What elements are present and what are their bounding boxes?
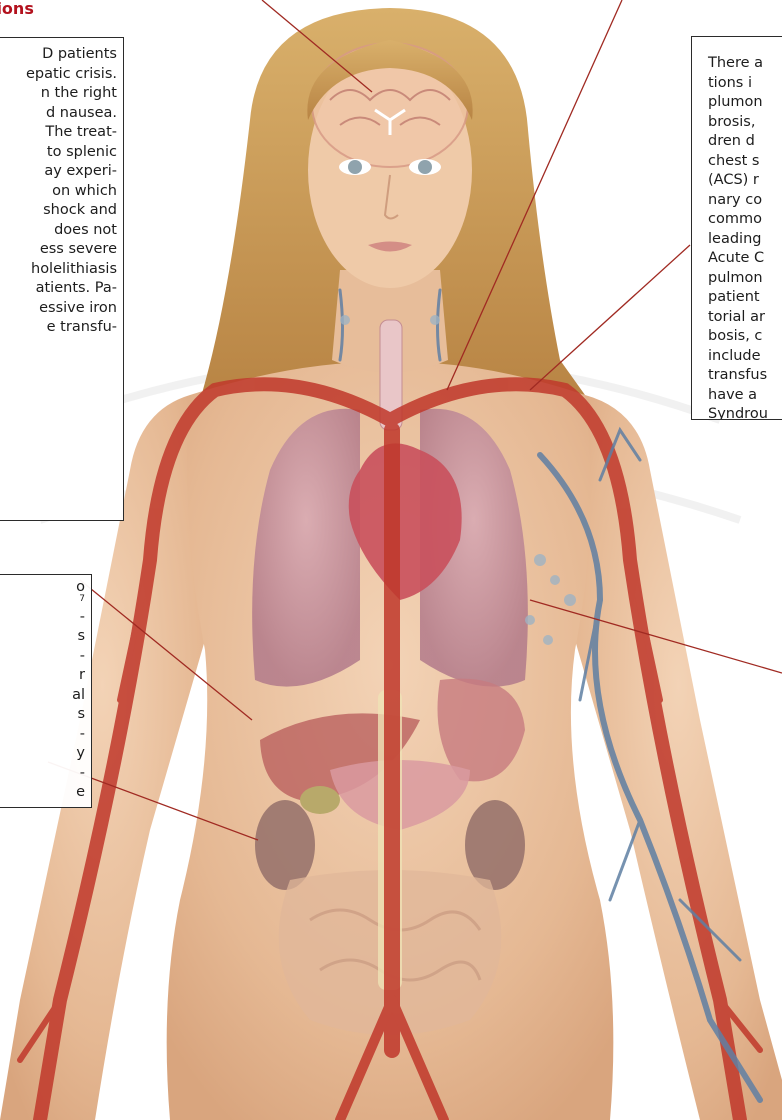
citation-superscript: 7 xyxy=(79,594,85,604)
callout-line: - xyxy=(0,764,85,784)
callout-line: n the right xyxy=(0,84,117,104)
callout-line: nary co xyxy=(708,191,782,211)
callout-line: atients. Pa- xyxy=(0,279,117,299)
callout-line: transfus xyxy=(708,366,782,386)
callout-line: commo xyxy=(708,210,782,230)
callout-line: does not xyxy=(0,221,117,241)
left-iris xyxy=(348,160,362,174)
callout-line: ay experi- xyxy=(0,162,117,182)
left-kidney xyxy=(255,800,315,890)
callout-line: al xyxy=(0,686,85,706)
callout-line: pulmon xyxy=(708,269,782,289)
callout-line: - xyxy=(0,608,85,628)
callout-line: s xyxy=(0,705,85,725)
callout-box-left-top: D patients epatic crisis. n the right d … xyxy=(0,37,124,521)
callout-line: (ACS) r xyxy=(708,171,782,191)
callout-line: s xyxy=(0,627,85,647)
callout-line: - xyxy=(0,647,85,667)
callout-line: torial ar xyxy=(708,308,782,328)
callout-box-right: There a tions i plumon brosis, dren d ch… xyxy=(691,36,782,420)
callout-box-left-bottom: o 7 - s - r al s - y - e xyxy=(0,574,92,808)
callout-line: plumon xyxy=(708,93,782,113)
callout-line: y xyxy=(0,744,85,764)
callout-line: o xyxy=(0,578,85,598)
callout-line: essive iron xyxy=(0,299,117,319)
section-heading: ations xyxy=(0,0,120,18)
callout-line: There a xyxy=(708,54,782,74)
callout-line: patient xyxy=(708,288,782,308)
right-kidney xyxy=(465,800,525,890)
callout-line: leading xyxy=(708,230,782,250)
callout-line: 7 xyxy=(0,598,85,608)
gallbladder xyxy=(300,786,340,814)
callout-line: - xyxy=(0,725,85,745)
callout-line: tions i xyxy=(708,74,782,94)
callout-line: on which xyxy=(0,182,117,202)
callout-line: to splenic xyxy=(0,143,117,163)
callout-line: dren d xyxy=(708,132,782,152)
callout-line: have a xyxy=(708,386,782,406)
callout-line: brosis, xyxy=(708,113,782,133)
callout-line: bosis, c xyxy=(708,327,782,347)
callout-line: holelithiasis xyxy=(0,260,117,280)
callout-line: include xyxy=(708,347,782,367)
callout-line: e transfu- xyxy=(0,318,117,338)
callout-line: Syndrou xyxy=(708,405,782,420)
callout-line: shock and xyxy=(0,201,117,221)
callout-line: epatic crisis. xyxy=(0,65,117,85)
callout-line: e xyxy=(0,783,85,803)
right-iris xyxy=(418,160,432,174)
callout-line: Acute C xyxy=(708,249,782,269)
callout-line: chest s xyxy=(708,152,782,172)
callout-line: The treat- xyxy=(0,123,117,143)
callout-line: d nausea. xyxy=(0,104,117,124)
callout-line: r xyxy=(0,666,85,686)
callout-line: D patients xyxy=(0,45,117,65)
callout-line: ess severe xyxy=(0,240,117,260)
